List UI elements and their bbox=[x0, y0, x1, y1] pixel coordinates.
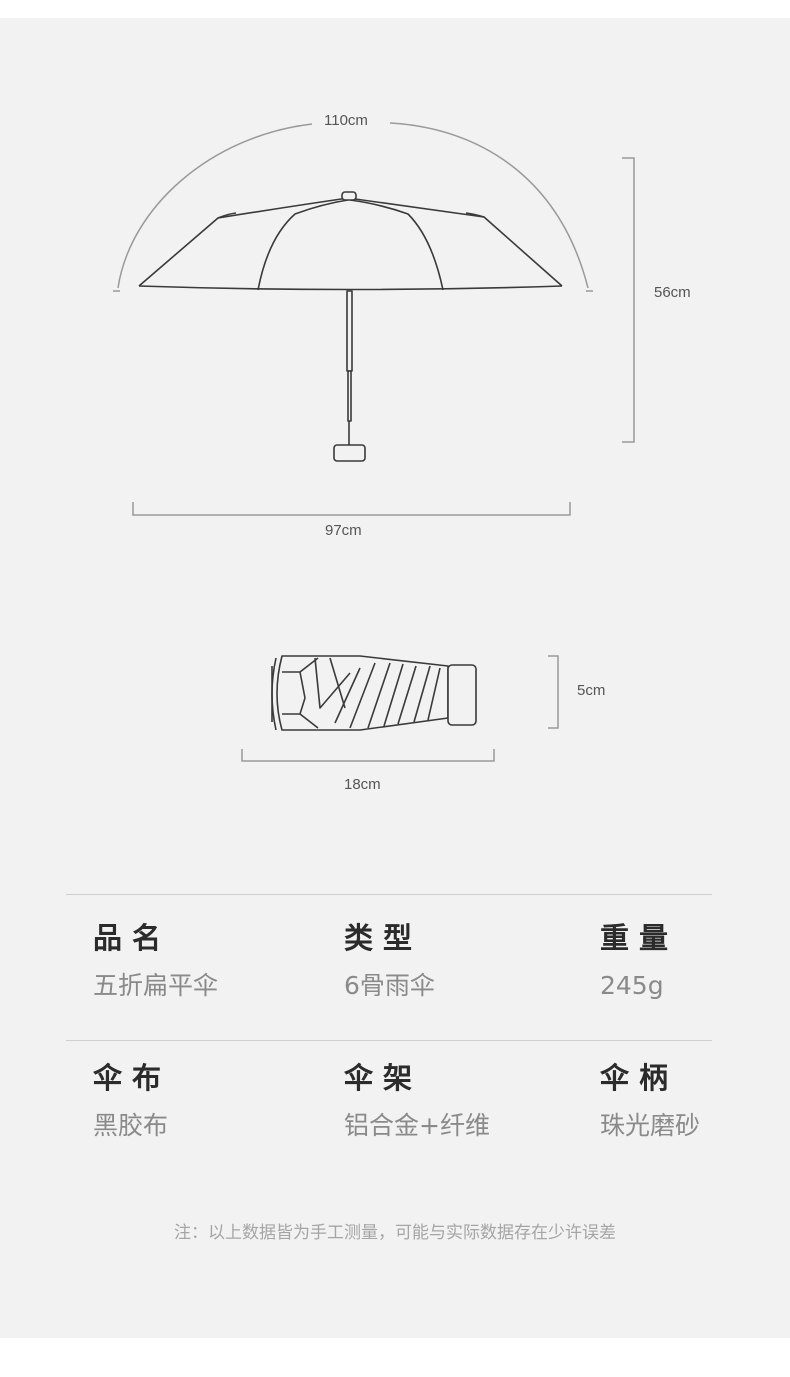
arc-dimension-right bbox=[389, 122, 589, 289]
spec-divider-middle bbox=[66, 1040, 712, 1041]
measurement-note: 注：以上数据皆为手工测量，可能与实际数据存在少许误差 bbox=[174, 1223, 616, 1243]
umbrella-diagram bbox=[113, 122, 635, 762]
spec-name: 品名 五折扁平伞 bbox=[93, 920, 323, 1002]
folded-length-label: 18cm bbox=[344, 776, 381, 793]
arc-dimension-left bbox=[117, 123, 313, 289]
spec-fabric: 伞布 黑胶布 bbox=[93, 1060, 323, 1142]
folded-umbrella bbox=[271, 655, 477, 731]
spec-label: 重量 bbox=[600, 921, 679, 955]
spec-label: 伞布 bbox=[93, 1061, 172, 1095]
folded-length-dimension bbox=[241, 749, 495, 762]
spec-value: 铝合金+纤维 bbox=[344, 1111, 490, 1140]
folded-height-label: 5cm bbox=[577, 682, 606, 699]
spec-label: 品名 bbox=[93, 921, 172, 955]
spec-frame: 伞架 铝合金+纤维 bbox=[344, 1060, 574, 1142]
spec-value: 珠光磨砂 bbox=[600, 1111, 701, 1140]
height-dimension-label: 56cm bbox=[654, 284, 691, 301]
width-dimension bbox=[132, 502, 571, 516]
height-dimension bbox=[622, 157, 635, 443]
folded-height-dimension bbox=[548, 655, 559, 729]
spec-weight: 重量 245g bbox=[600, 920, 790, 1002]
spec-label: 伞架 bbox=[344, 1061, 423, 1095]
spec-label: 类型 bbox=[344, 921, 423, 955]
arc-dimension-label: 110cm bbox=[324, 112, 368, 129]
width-dimension-label: 97cm bbox=[325, 522, 362, 539]
product-spec-panel: 110cm 56cm 97cm 5cm 18cm 品名 五折扁平伞 类型 6骨雨… bbox=[0, 18, 790, 1338]
spec-type: 类型 6骨雨伞 bbox=[344, 920, 574, 1002]
spec-value: 6骨雨伞 bbox=[344, 971, 435, 1000]
spec-label: 伞柄 bbox=[600, 1061, 679, 1095]
open-umbrella bbox=[138, 191, 563, 462]
spec-value: 五折扁平伞 bbox=[93, 971, 219, 1000]
spec-divider-top bbox=[66, 894, 712, 895]
spec-value: 245g bbox=[600, 971, 664, 1000]
spec-handle: 伞柄 珠光磨砂 bbox=[600, 1060, 790, 1142]
spec-value: 黑胶布 bbox=[93, 1111, 169, 1140]
